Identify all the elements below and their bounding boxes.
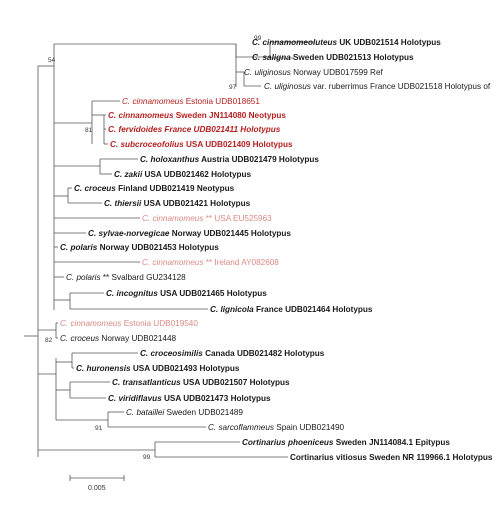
specimen-info: UK UDB021514 Holotypus (337, 38, 441, 47)
bootstrap-value: 82 (45, 337, 53, 344)
specimen-info: Cortinarius vitiosus Sweden NR 119966.1 … (290, 453, 493, 462)
specimen-info: ** Ireland AY082608 (203, 258, 279, 267)
taxon-labels: C. cinnamomeoluteus UK UDB021514 Holotyp… (60, 38, 493, 462)
specimen-info: USA UDB021493 Holotypus (131, 364, 240, 373)
species-name: C. cinnamomeus (60, 319, 121, 328)
taxon-label: Cortinarius phoeniceus Sweden JN114084.1… (242, 438, 450, 447)
taxon-label: C. polaris Norway UDB021453 Holotypus (60, 243, 219, 252)
bootstrap-values: 99 54 97 81 82 91 99 (45, 35, 262, 461)
specimen-info: USA UDB021462 Holotypus (142, 170, 251, 179)
specimen-info: Sweden JN114084.1 Epitypus (333, 438, 450, 447)
specimen-info: Spain UDB021490 (274, 423, 345, 432)
tree-branches (24, 41, 314, 458)
species-name: C. croceus (60, 334, 99, 343)
bootstrap-value: 99 (254, 35, 262, 42)
taxon-label: C. uliginosus var. ruberrimus France UDB… (264, 82, 491, 91)
taxon-label: Cortinarius vitiosus Sweden NR 119966.1 … (290, 453, 493, 462)
specimen-info: ** Svalbard GU234128 (101, 273, 187, 282)
specimen-info: Austria UDB021479 Holotypus (199, 155, 319, 164)
species-name: C. croceus (74, 184, 116, 193)
species-name: C. bataillei (126, 408, 164, 417)
specimen-info: USA UDB021421 Holotypus (141, 199, 250, 208)
species-name: C. subcroceofolius (110, 140, 184, 149)
species-name: C. thiersii (104, 199, 142, 208)
specimen-info: Norway UDB021445 Holotypus (169, 229, 291, 238)
taxon-label: C. subcroceofolius USA UDB021409 Holotyp… (110, 140, 293, 149)
specimen-info: France UDB021411 Holotypus (162, 125, 281, 134)
taxon-label: C. incognitus USA UDB021465 Holotypus (106, 289, 267, 298)
species-name: C. cinnamomeus (122, 97, 183, 106)
species-name: C. huronensis (76, 364, 131, 373)
specimen-info: ** USA EU525963 (203, 214, 272, 223)
scale-bar: 0.005 (69, 475, 125, 492)
bootstrap-value: 97 (229, 84, 237, 91)
species-name: C. cinnamomeoluteus (252, 38, 338, 47)
species-name: C. cinnamomeus (142, 258, 203, 267)
taxon-label: C. cinnamomeus Estonia UDB018651 (122, 97, 260, 106)
scale-bar-label: 0.005 (88, 485, 106, 492)
species-name: C. lignicola (210, 305, 254, 314)
bootstrap-value: 81 (85, 127, 93, 134)
species-name: C. sarcoflammeus (208, 423, 274, 432)
species-name: C. holoxanthus (140, 155, 200, 164)
species-name: C. polaris (60, 243, 98, 252)
taxon-label: C. transatlanticus USA UDB021507 Holotyp… (112, 378, 290, 387)
taxon-label: C. cinnamomeus ** USA EU525963 (142, 214, 272, 223)
specimen-info: Sweden UDB021513 Holotypus (291, 53, 414, 62)
species-name: C. sylvae-norvegicae (88, 229, 170, 238)
specimen-info: USA UDB021409 Holotypus (184, 140, 293, 149)
taxon-label: C. croceosimilis Canada UDB021482 Holoty… (140, 349, 325, 358)
taxon-label: C. cinnamomeus Sweden JN114080 Neotypus (108, 111, 286, 120)
specimen-info: Estonia UDB018651 (183, 97, 260, 106)
species-name: C. transatlanticus (112, 378, 181, 387)
specimen-info: Canada UDB021482 Holotypus (203, 349, 325, 358)
specimen-info: var. ruberrimus France UDB021518 Holotyp… (311, 82, 491, 91)
species-name: C. viridiflavus (108, 394, 162, 403)
species-name: C. saligna (252, 53, 291, 62)
taxon-label: C. holoxanthus Austria UDB021479 Holotyp… (140, 155, 319, 164)
taxon-label: C. zakii USA UDB021462 Holotypus (114, 170, 252, 179)
specimen-info: Norway UDB021453 Holotypus (97, 243, 219, 252)
taxon-label: C. sylvae-norvegicae Norway UDB021445 Ho… (88, 229, 291, 238)
species-name: C. uliginosus (244, 68, 291, 77)
bootstrap-value: 91 (95, 425, 103, 432)
specimen-info: USA UDB021465 Holotypus (158, 289, 267, 298)
taxon-label: C. croceus Norway UDB021448 (60, 334, 176, 343)
specimen-info: USA UDB021507 Holotypus (181, 378, 290, 387)
specimen-info: France UDB021464 Holotypus (254, 305, 373, 314)
species-name: C. polaris (66, 273, 101, 282)
species-name: C. fervidoides (108, 125, 163, 134)
taxon-label: C. saligna Sweden UDB021513 Holotypus (252, 53, 414, 62)
species-name: Cortinarius phoeniceus (242, 438, 334, 447)
taxon-label: C. uliginosus Norway UDB017599 Ref (244, 68, 384, 77)
species-name: C. croceosimilis (140, 349, 203, 358)
bootstrap-value: 54 (48, 57, 56, 64)
taxon-label: C. cinnamomeus ** Ireland AY082608 (142, 258, 279, 267)
specimen-info: Norway UDB021448 (99, 334, 176, 343)
taxon-label: C. bataillei Sweden UDB021489 (126, 408, 243, 417)
bootstrap-value: 99 (143, 454, 151, 461)
taxon-label: C. sarcoflammeus Spain UDB021490 (208, 423, 345, 432)
species-name: C. cinnamomeus (142, 214, 203, 223)
specimen-info: Sweden UDB021489 (164, 408, 243, 417)
taxon-label: C. cinnamomeus Estonia UDB019540 (60, 319, 198, 328)
species-name: C. uliginosus (264, 82, 311, 91)
taxon-label: C. polaris ** Svalbard GU234128 (66, 273, 186, 282)
taxon-label: C. croceus Finland UDB021419 Neotypus (74, 184, 235, 193)
taxon-label: C. cinnamomeoluteus UK UDB021514 Holotyp… (252, 38, 441, 47)
specimen-info: Norway UDB017599 Ref (291, 68, 384, 77)
taxon-label: C. thiersii USA UDB021421 Holotypus (104, 199, 251, 208)
taxon-label: C. lignicola France UDB021464 Holotypus (210, 305, 373, 314)
taxon-label: C. viridiflavus USA UDB021473 Holotypus (108, 394, 271, 403)
specimen-info: Finland UDB021419 Neotypus (116, 184, 235, 193)
taxon-label: C. huronensis USA UDB021493 Holotypus (76, 364, 240, 373)
specimen-info: USA UDB021473 Holotypus (162, 394, 271, 403)
species-name: C. zakii (114, 170, 143, 179)
species-name: C. incognitus (106, 289, 158, 298)
specimen-info: Sweden JN114080 Neotypus (174, 111, 287, 120)
taxon-label: C. fervidoides France UDB021411 Holotypu… (108, 125, 281, 134)
specimen-info: Estonia UDB019540 (121, 319, 198, 328)
species-name: C. cinnamomeus (108, 111, 174, 120)
